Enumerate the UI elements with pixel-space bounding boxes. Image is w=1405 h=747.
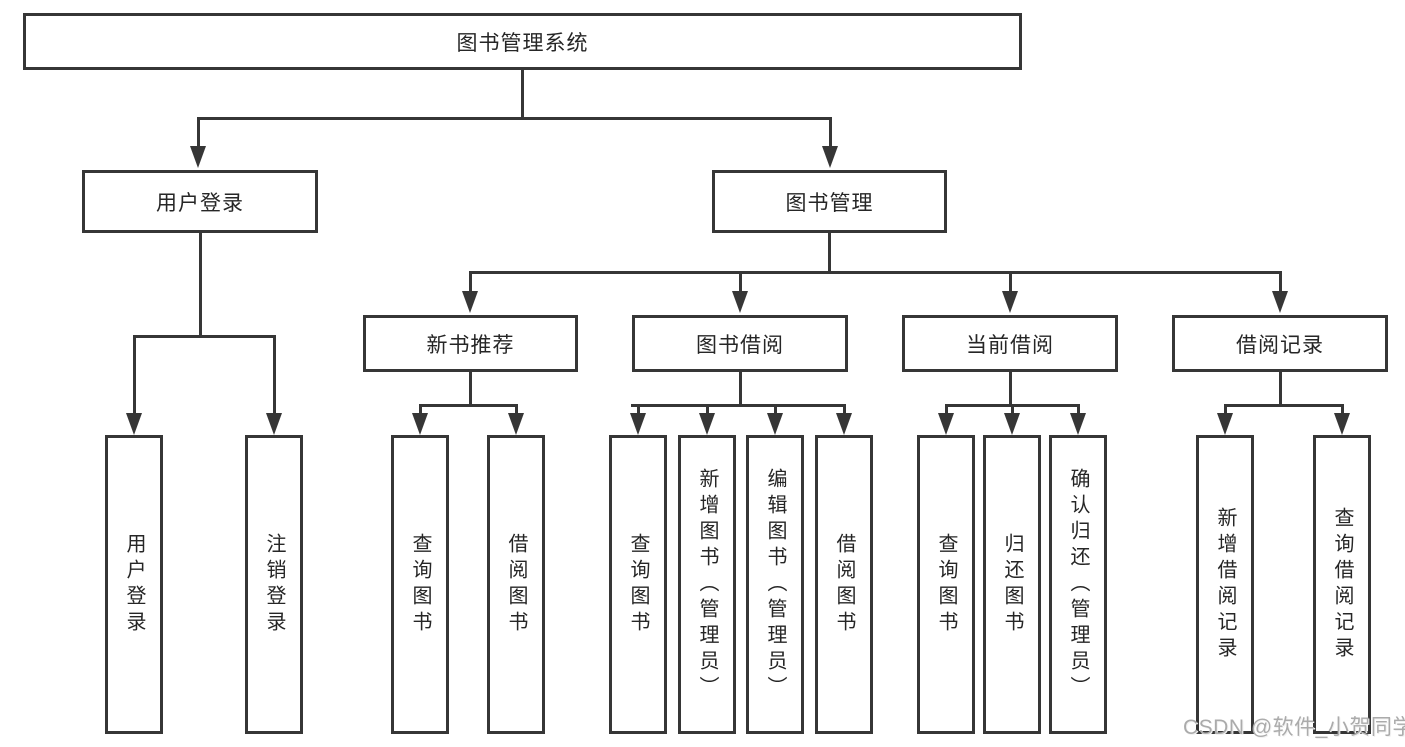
arrowhead-down-icon	[1002, 291, 1018, 313]
arrowhead-down-icon	[836, 413, 852, 435]
node-book-borrowing: 图书借阅	[632, 315, 848, 372]
connector-line	[738, 272, 742, 295]
connector-line	[468, 372, 472, 406]
connector-line	[738, 372, 742, 406]
node-leaf-borrow-books-1: 借阅图书	[487, 435, 545, 734]
arrowhead-down-icon	[630, 413, 646, 435]
node-book-management-branch: 图书管理	[712, 170, 947, 233]
connector-line	[1340, 405, 1344, 417]
connector-line	[196, 118, 200, 150]
connector-line	[944, 403, 1080, 407]
node-leaf-user-login: 用户登录	[105, 435, 163, 734]
arrowhead-down-icon	[732, 291, 748, 313]
arrowhead-down-icon	[508, 413, 524, 435]
node-leaf-confirm-return-admin: 确认归还（管理员）	[1049, 435, 1107, 734]
connector-line	[418, 403, 518, 407]
connector-line	[468, 270, 1282, 274]
connector-line	[828, 118, 832, 150]
node-leaf-logout: 注销登录	[245, 435, 303, 734]
connector-line	[272, 336, 276, 417]
connector-line	[1008, 272, 1012, 295]
csdn-watermark: CSDN @软件_小贺同学	[1183, 716, 1405, 739]
arrowhead-down-icon	[1334, 413, 1350, 435]
connector-line	[514, 405, 518, 417]
node-leaf-query-books-2: 查询图书	[609, 435, 667, 734]
connector-line	[196, 116, 832, 120]
connector-line	[520, 70, 524, 120]
arrowhead-down-icon	[1070, 413, 1086, 435]
node-new-book-recommendation: 新书推荐	[363, 315, 578, 372]
connector-line	[636, 405, 640, 417]
node-user-login-branch: 用户登录	[82, 170, 318, 233]
connector-line	[1008, 372, 1012, 406]
arrowhead-down-icon	[938, 413, 954, 435]
connector-line	[468, 272, 472, 295]
node-leaf-query-borrow-record: 查询借阅记录	[1313, 435, 1371, 734]
arrowhead-down-icon	[190, 146, 206, 168]
node-leaf-return-books: 归还图书	[983, 435, 1041, 734]
node-leaf-edit-books-admin: 编辑图书（管理员）	[746, 435, 804, 734]
arrowhead-down-icon	[412, 413, 428, 435]
node-current-borrowing: 当前借阅	[902, 315, 1118, 372]
arrowhead-down-icon	[266, 413, 282, 435]
connector-line	[705, 405, 709, 417]
node-library-management-system: 图书管理系统	[23, 13, 1022, 70]
connector-line	[1223, 403, 1344, 407]
arrowhead-down-icon	[699, 413, 715, 435]
connector-line	[198, 233, 202, 337]
connector-line	[132, 336, 136, 417]
node-borrowing-records: 借阅记录	[1172, 315, 1388, 372]
connector-line	[418, 405, 422, 417]
node-leaf-borrow-books-2: 借阅图书	[815, 435, 873, 734]
connector-line	[1278, 272, 1282, 295]
arrowhead-down-icon	[1272, 291, 1288, 313]
node-leaf-add-books-admin: 新增图书（管理员）	[678, 435, 736, 734]
arrowhead-down-icon	[1004, 413, 1020, 435]
arrowhead-down-icon	[1217, 413, 1233, 435]
connector-line	[1010, 405, 1014, 417]
arrowhead-down-icon	[462, 291, 478, 313]
arrowhead-down-icon	[767, 413, 783, 435]
connector-line	[1076, 405, 1080, 417]
connector-line	[1278, 372, 1282, 406]
connector-line	[827, 233, 831, 273]
connector-line	[944, 405, 948, 417]
node-leaf-query-books-3: 查询图书	[917, 435, 975, 734]
connector-line	[842, 405, 846, 417]
arrowhead-down-icon	[822, 146, 838, 168]
node-leaf-add-borrow-record: 新增借阅记录	[1196, 435, 1254, 734]
connector-line	[630, 403, 846, 407]
arrowhead-down-icon	[126, 413, 142, 435]
node-leaf-query-books-1: 查询图书	[391, 435, 449, 734]
connector-line	[1223, 405, 1227, 417]
connector-line	[773, 405, 777, 417]
connector-line	[132, 334, 276, 338]
